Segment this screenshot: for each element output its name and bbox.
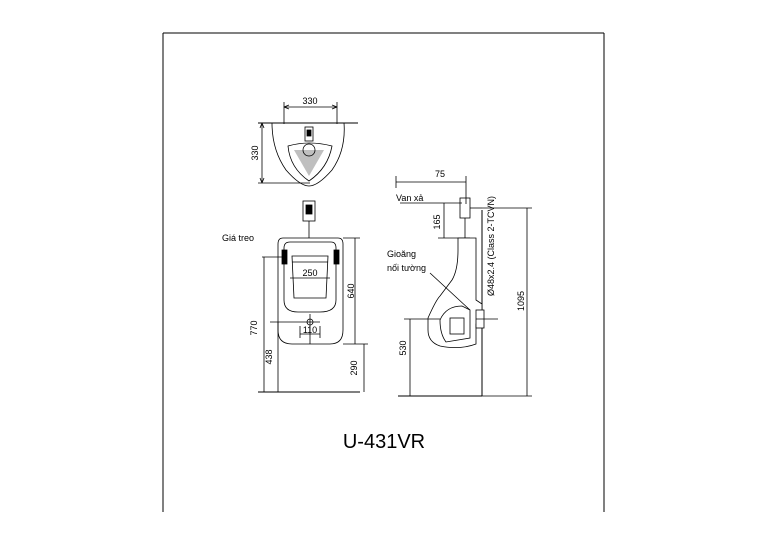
side-view xyxy=(395,176,532,397)
dim-top-depth: 330 xyxy=(250,145,260,160)
pipe-spec: Ø48x2.4 (Class 2-TCVN) xyxy=(486,196,496,296)
model-title: U-431VR xyxy=(343,431,425,453)
dim-inner-width: 250 xyxy=(302,268,317,278)
dim-outlet-height: 438 xyxy=(264,349,274,364)
top-view xyxy=(258,102,358,187)
dim-total: 1095 xyxy=(516,291,526,311)
label-gasket-line1: Gioăng xyxy=(387,249,416,259)
label-hanger: Giá treo xyxy=(222,233,254,243)
dim-outlet-width: 110 xyxy=(303,325,317,335)
dim-bottom: 290 xyxy=(349,360,359,375)
sheet-frame xyxy=(162,32,605,512)
dim-outlet-side: 530 xyxy=(398,340,408,355)
dim-offset: 75 xyxy=(435,169,445,179)
dim-total-to-top: 770 xyxy=(249,320,259,335)
label-gasket-line2: nối tường xyxy=(387,263,426,273)
dim-valve-height: 165 xyxy=(432,214,442,229)
label-valve: Van xả xyxy=(396,193,423,203)
dim-top-width: 330 xyxy=(302,96,317,106)
dim-height: 640 xyxy=(346,283,356,298)
front-view xyxy=(258,200,368,393)
